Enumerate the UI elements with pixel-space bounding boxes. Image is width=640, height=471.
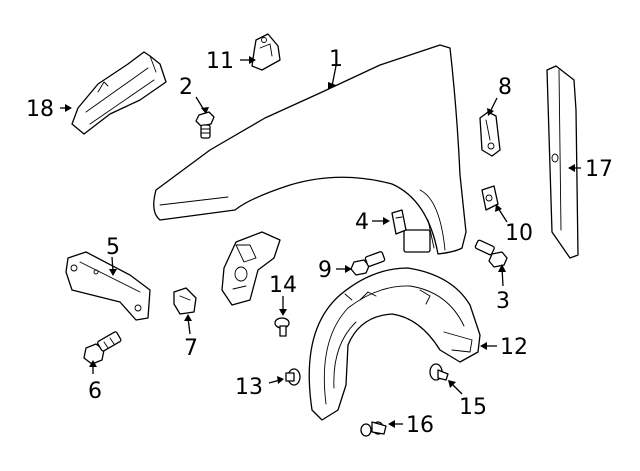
- bolt-part-3: [474, 239, 508, 268]
- clip-part-4: [391, 209, 407, 235]
- pin-part-16: [360, 421, 387, 437]
- arrowhead-2: [201, 107, 209, 114]
- callout-15: 15: [459, 395, 487, 420]
- arrowhead-6: [89, 360, 97, 367]
- arrowhead-5: [109, 269, 117, 276]
- callout-2: 2: [179, 75, 193, 100]
- callout-16: 16: [406, 413, 434, 438]
- callout-14: 14: [269, 273, 297, 298]
- arrowhead-16: [388, 420, 395, 428]
- bolt-part-9: [350, 251, 386, 276]
- arrowhead-11: [249, 56, 256, 64]
- arrowhead-4: [383, 217, 390, 225]
- arrowhead-15: [448, 380, 456, 388]
- shield-part-17: [546, 65, 579, 259]
- arrowhead-12: [480, 342, 487, 350]
- liner-part-12: [308, 267, 481, 421]
- arrowhead-7: [184, 314, 192, 321]
- bolt-part-6: [83, 331, 122, 365]
- callout-7: 7: [184, 336, 198, 361]
- clip-part-10: [481, 185, 499, 211]
- fender-part: [153, 44, 467, 306]
- callout-10: 10: [505, 221, 533, 246]
- pin-part-14: [274, 317, 290, 337]
- callout-3: 3: [496, 289, 510, 314]
- callout-4: 4: [355, 210, 369, 235]
- callout-5: 5: [106, 235, 120, 260]
- callout-9: 9: [318, 258, 332, 283]
- arrowhead-9: [345, 265, 352, 273]
- pin-part-13: [285, 368, 301, 386]
- pin-part-15: [429, 363, 449, 381]
- callout-13: 13: [235, 375, 263, 400]
- arrowhead-10: [495, 204, 502, 212]
- callout-11: 11: [206, 49, 234, 74]
- clip-part-7: [173, 287, 197, 315]
- bracket-part-8: [479, 111, 501, 157]
- bolt-part-2: [195, 111, 215, 139]
- arrowhead-17: [568, 164, 575, 172]
- callout-labels: 1 2 3 4 5 6 7 8 9 10 11 12 13 14 15 16 1…: [26, 47, 613, 438]
- callout-1: 1: [329, 47, 343, 72]
- callout-18: 18: [26, 97, 54, 122]
- arrowheads: [65, 56, 575, 428]
- leader-10: [497, 207, 508, 223]
- arrowhead-13: [277, 376, 284, 384]
- arrowhead-1: [328, 82, 336, 90]
- leader-8: [489, 97, 498, 113]
- bracket-part-5: [65, 251, 151, 321]
- arrowhead-18: [65, 104, 72, 112]
- leader-1: [331, 65, 337, 87]
- arrowhead-3: [498, 264, 506, 272]
- callout-6: 6: [88, 379, 102, 404]
- bracket-part-11: [251, 33, 281, 71]
- arrowhead-8: [487, 108, 494, 116]
- callout-12: 12: [500, 335, 528, 360]
- callout-17: 17: [585, 157, 613, 182]
- arrowhead-14: [279, 309, 287, 316]
- callout-8: 8: [498, 75, 512, 100]
- seal-part-18: [71, 51, 167, 135]
- leader-15: [451, 383, 463, 395]
